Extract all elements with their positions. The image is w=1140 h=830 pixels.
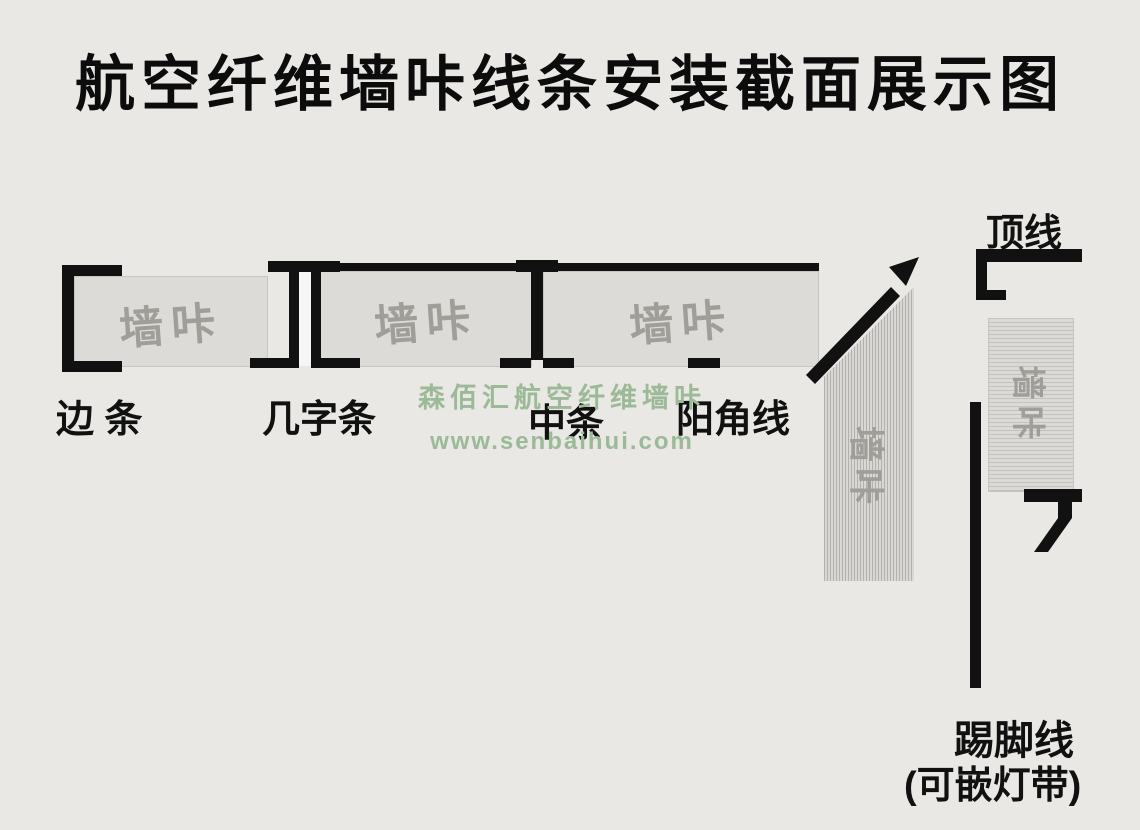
crown-foot [976, 290, 1006, 300]
wall-panel-3-watermark: 墙咔 [627, 295, 735, 352]
ji-strip-left-leg [289, 272, 299, 358]
label-crown-line: 顶线 [986, 213, 1063, 255]
label-edge-strip: 边 条 [56, 399, 143, 441]
watermark-url: www.senbaihui.com [430, 428, 694, 455]
panel3-top-cap [558, 263, 819, 271]
label-skirting-line: 踢脚线 [954, 719, 1074, 763]
wall-panel-3: 墙咔 [543, 271, 819, 367]
corner-arrow [889, 257, 919, 286]
page-title: 航空纤维墙咔线条安装截面展示图 [75, 51, 1065, 118]
crown-drop [976, 262, 987, 300]
wall-panel-1-watermark: 墙咔 [117, 297, 225, 355]
label-ji-strip: 几字条 [262, 399, 377, 441]
middle-strip-stem [531, 272, 543, 360]
wall-line [970, 402, 981, 688]
skirting-step [1058, 502, 1072, 518]
corner-wall-panel-watermark: 墙咔 [845, 425, 887, 511]
ji-strip-slot [299, 272, 311, 366]
skirting-diagonal [1034, 518, 1072, 552]
wall-panel-2: 墙咔 [320, 271, 532, 367]
wall-panel-1: 墙咔 [74, 276, 268, 367]
right-wall-panel-watermark: 墙咔 [1008, 365, 1047, 445]
corner-wall-panel: 墙咔 [824, 287, 914, 581]
wall-panel-2-watermark: 墙咔 [372, 295, 480, 352]
label-skirting-note: (可嵌灯带) [904, 765, 1082, 807]
right-wall-panel: 墙咔 [988, 318, 1074, 492]
label-outer-corner: 阳角线 [676, 399, 791, 441]
label-middle-strip: 中条 [528, 403, 605, 445]
panel2-top-cap [340, 263, 518, 271]
watermark-brand: 森佰汇航空纤维墙咔 [418, 383, 706, 413]
watermark: 森佰汇航空纤维墙咔 www.senbaihui.com [392, 376, 732, 456]
